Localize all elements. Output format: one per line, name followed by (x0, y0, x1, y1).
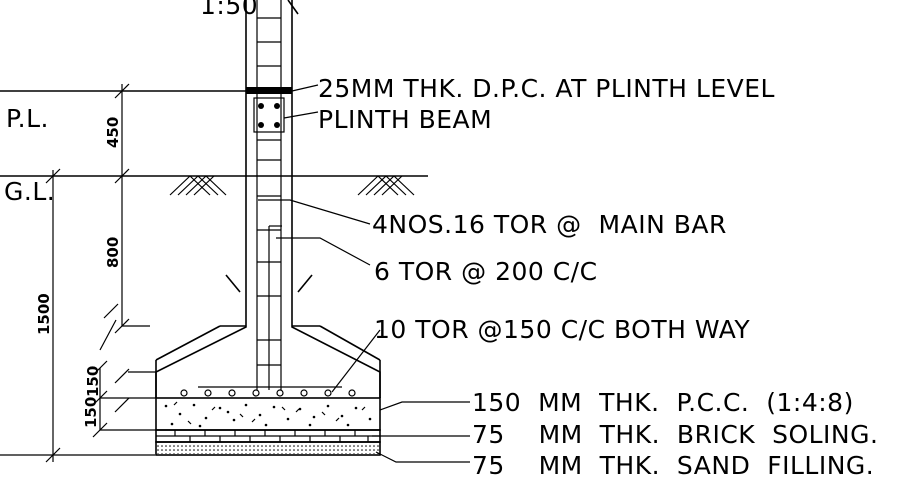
excavation-tick-left (225, 274, 241, 293)
callout-main-bar: 4NOS.16 TOR @ MAIN BAR (372, 210, 727, 239)
excavation-tick-right (297, 274, 313, 293)
callout-footing-bars: 10 TOR @150 C/C BOTH WAY (374, 315, 750, 344)
callout-dpc: 25MM THK. D.P.C. AT PLINTH LEVEL (318, 74, 775, 103)
callout-stirrup: 6 TOR @ 200 C/C (374, 257, 598, 286)
footing-rebar (180, 386, 356, 397)
callout-sand-filling: 75 MM THK. SAND FILLING. (472, 451, 874, 480)
pcc-layer (155, 397, 381, 431)
scale-label: 1:50 (200, 0, 258, 20)
dimension-150-top: 150 (84, 366, 102, 397)
callout-pcc: 150 MM THK. P.C.C. (1:4:8) (472, 388, 854, 417)
main-bars (268, 225, 282, 390)
brick-soling-layer (155, 429, 381, 443)
footing-slope-right (319, 325, 381, 361)
dimension-1500: 1500 (35, 293, 53, 335)
column-outline (245, 0, 293, 390)
plinth-level-label: P.L. (6, 104, 49, 133)
ground-hatch-right (357, 175, 415, 196)
leader-lines (258, 84, 470, 463)
plinth-beam (253, 97, 285, 133)
footing-slope-left (155, 325, 221, 361)
callout-brick-soling: 75 MM THK. BRICK SOLING. (472, 420, 878, 449)
top-break-line (287, 0, 299, 15)
dimension-450: 450 (104, 117, 122, 148)
ground-hatch-left (169, 175, 227, 196)
dimension-lines (45, 83, 156, 463)
ground-level-label: G.L. (4, 177, 55, 206)
callout-plinth-beam: PLINTH BEAM (318, 105, 492, 134)
dpc-band (246, 87, 292, 94)
dimension-800: 800 (104, 237, 122, 268)
dimension-150-bottom: 150 (82, 397, 100, 428)
sand-filling-layer (155, 441, 381, 456)
